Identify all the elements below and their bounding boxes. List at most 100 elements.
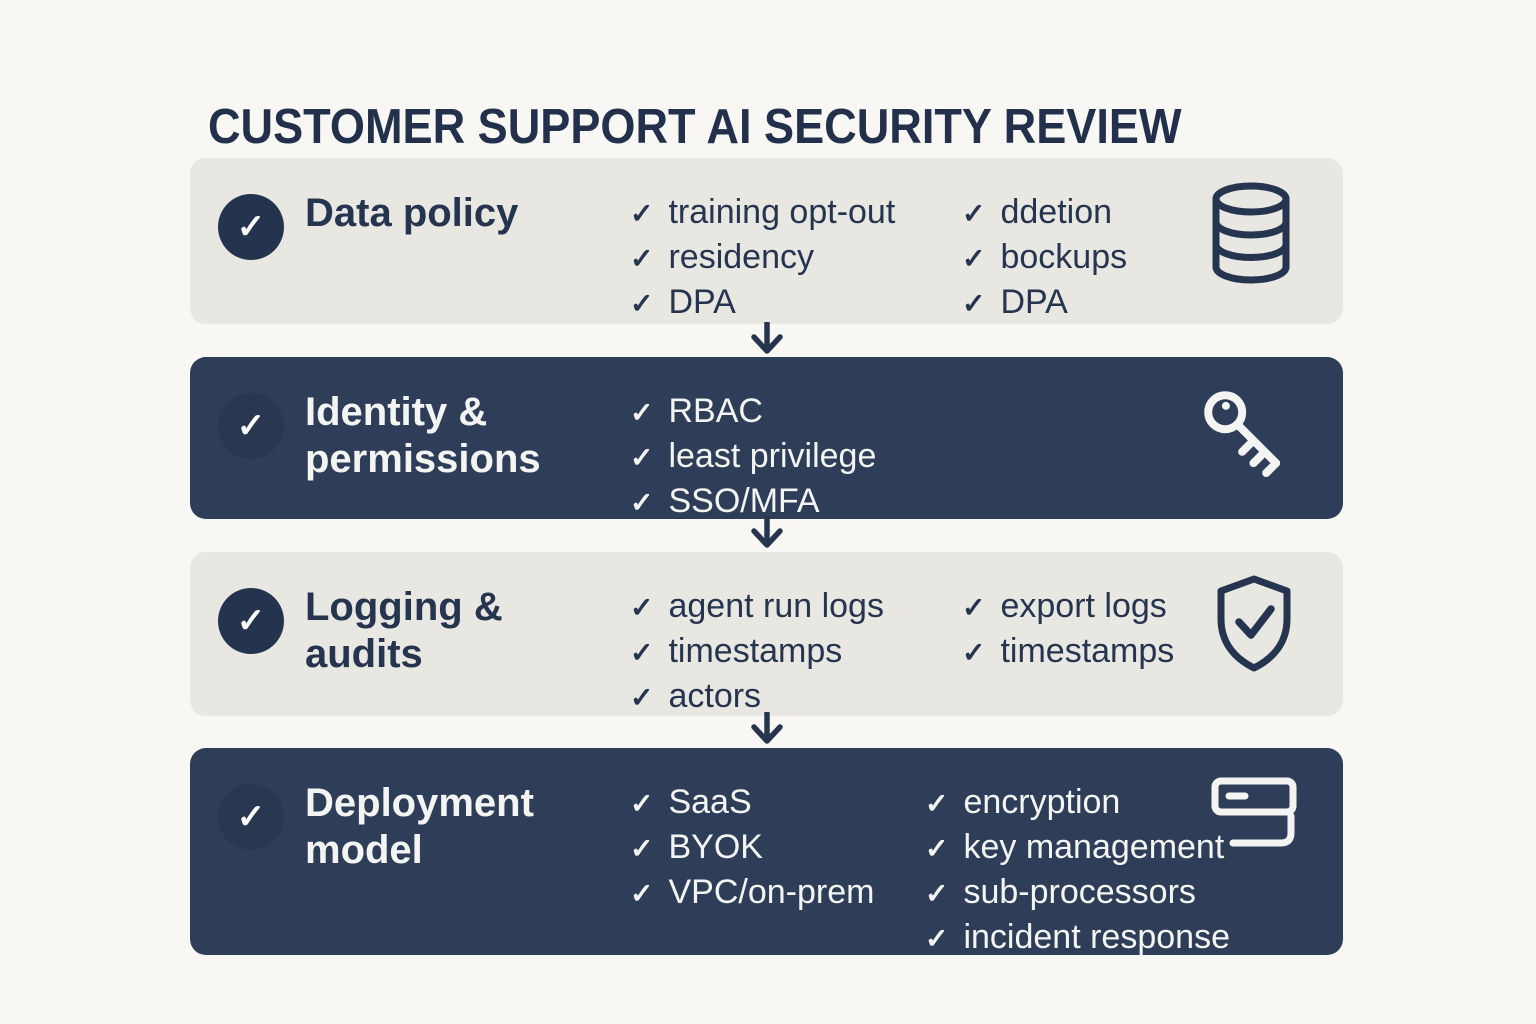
checklist-column: ✓ ddetion ✓ bockups ✓ DPA <box>962 190 1127 328</box>
check-icon: ✓ <box>925 923 949 954</box>
check-icon: ✓ <box>630 198 654 229</box>
checklist-label: sub-processors <box>963 873 1196 911</box>
check-icon: ✓ <box>630 243 654 274</box>
checklist-item: ✓ residency <box>630 238 962 283</box>
row-identity-permissions: ✓ Identity & permissions ✓ RBAC ✓ least … <box>190 357 1343 520</box>
checklist-item: ✓ VPC/on-prem <box>630 873 925 918</box>
check-icon: ✓ <box>630 682 654 713</box>
checklist-item: ✓ sub-processors <box>925 873 1230 918</box>
row-title-line: model <box>305 828 423 872</box>
checklist-item: ✓ key management <box>925 828 1230 873</box>
row-title-line: Data policy <box>305 191 519 235</box>
check-icon: ✓ <box>962 637 986 668</box>
check-icon: ✓ <box>962 592 986 623</box>
checklist-label: residency <box>668 238 814 276</box>
row-title: Identity & permissions <box>305 389 630 483</box>
row-title: Logging & audits <box>305 584 630 678</box>
checklist-item: ✓ SSO/MFA <box>630 482 962 527</box>
checklist-label: SaaS <box>668 783 752 821</box>
check-icon: ✓ <box>962 243 986 274</box>
check-icon: ✓ <box>236 798 266 836</box>
checklist-label: export logs <box>1000 587 1167 625</box>
checklist-label: timestamps <box>1000 632 1175 670</box>
checklist-item: ✓ timestamps <box>630 632 962 677</box>
check-icon: ✓ <box>236 407 266 445</box>
check-icon: ✓ <box>630 288 654 319</box>
page-title: CUSTOMER SUPPORT AI SECURITY REVIEW <box>208 99 1182 154</box>
row-data-policy: ✓ Data policy ✓ training opt-out ✓ resid… <box>190 158 1343 324</box>
check-icon: ✓ <box>630 878 654 909</box>
arrow-down-icon <box>745 322 789 358</box>
checklist-label: training opt-out <box>668 193 896 231</box>
checklist-item: ✓ SaaS <box>630 783 925 828</box>
check-icon: ✓ <box>962 288 986 319</box>
row-title: Data policy <box>305 190 630 237</box>
checklist-label: ddetion <box>1000 193 1113 231</box>
checklist-item: ✓ encryption <box>925 783 1230 828</box>
check-icon: ✓ <box>630 487 654 518</box>
checklist-label: RBAC <box>668 392 763 430</box>
check-icon: ✓ <box>962 198 986 229</box>
row-logging-audits: ✓ Logging & audits ✓ agent run logs ✓ ti… <box>190 552 1343 716</box>
row-title-line: Deployment <box>305 781 534 825</box>
checklist-item: ✓ BYOK <box>630 828 925 873</box>
row-title-line: Identity & <box>305 390 488 434</box>
checklist-column: ✓ agent run logs ✓ timestamps ✓ actors <box>630 584 962 722</box>
checklist-label: agent run logs <box>668 587 884 625</box>
check-icon: ✓ <box>630 833 654 864</box>
checklist-column: ✓ SaaS ✓ BYOK ✓ VPC/on-prem <box>630 780 925 918</box>
database-icon <box>1207 182 1295 284</box>
check-badge: ✓ <box>218 194 284 260</box>
check-icon: ✓ <box>925 878 949 909</box>
checklist-label: actors <box>668 677 762 715</box>
checklist-label: least privilege <box>668 437 877 475</box>
checklist-item: ✓ export logs <box>962 587 1174 632</box>
check-badge: ✓ <box>218 784 284 850</box>
checklist-label: VPC/on-prem <box>668 873 875 911</box>
checklist-label: incident response <box>963 918 1230 956</box>
checklist-item: ✓ least privilege <box>630 437 962 482</box>
checklist-item: ✓ timestamps <box>962 632 1174 677</box>
row-title: Deployment model <box>305 780 630 874</box>
checklist-label: timestamps <box>668 632 843 670</box>
check-icon: ✓ <box>236 208 266 246</box>
checklist-item: ✓ agent run logs <box>630 587 962 632</box>
checklist-label: encryption <box>963 783 1121 821</box>
checklist-item: ✓ DPA <box>962 283 1127 328</box>
checklist-item: ✓ ddetion <box>962 193 1127 238</box>
row-title-line: permissions <box>305 437 541 481</box>
check-icon: ✓ <box>925 833 949 864</box>
checklist-item: ✓ incident response <box>925 918 1230 963</box>
check-badge: ✓ <box>218 588 284 654</box>
row-title-line: Logging & <box>305 585 503 629</box>
check-badge: ✓ <box>218 393 284 459</box>
checklist-column: ✓ encryption ✓ key management ✓ sub-proc… <box>925 780 1230 963</box>
check-icon: ✓ <box>925 788 949 819</box>
checklist-label: key management <box>963 828 1225 866</box>
server-icon <box>1211 776 1299 852</box>
checklist-label: bockups <box>1000 238 1128 276</box>
checklist-label: BYOK <box>668 828 763 866</box>
key-icon <box>1187 367 1303 497</box>
checklist-column: ✓ RBAC ✓ least privilege ✓ SSO/MFA <box>630 389 962 527</box>
shield-check-icon <box>1213 574 1295 674</box>
checklist-label: DPA <box>668 283 736 321</box>
arrow-down-icon <box>745 516 789 552</box>
checklist-item: ✓ actors <box>630 677 962 722</box>
check-icon: ✓ <box>236 602 266 640</box>
arrow-down-icon <box>745 712 789 748</box>
check-icon: ✓ <box>630 592 654 623</box>
checklist-item: ✓ bockups <box>962 238 1127 283</box>
checklist-item: ✓ RBAC <box>630 392 962 437</box>
check-icon: ✓ <box>630 442 654 473</box>
checklist-label: DPA <box>1000 283 1068 321</box>
checklist-column: ✓ training opt-out ✓ residency ✓ DPA <box>630 190 962 328</box>
checklist-column: ✓ export logs ✓ timestamps <box>962 584 1174 677</box>
row-title-line: audits <box>305 632 423 676</box>
checklist-item: ✓ training opt-out <box>630 193 962 238</box>
checklist-label: SSO/MFA <box>668 482 820 520</box>
check-icon: ✓ <box>630 397 654 428</box>
checklist-item: ✓ DPA <box>630 283 962 328</box>
check-icon: ✓ <box>630 637 654 668</box>
row-deployment-model: ✓ Deployment model ✓ SaaS ✓ BYOK ✓ VPC/o… <box>190 748 1343 956</box>
